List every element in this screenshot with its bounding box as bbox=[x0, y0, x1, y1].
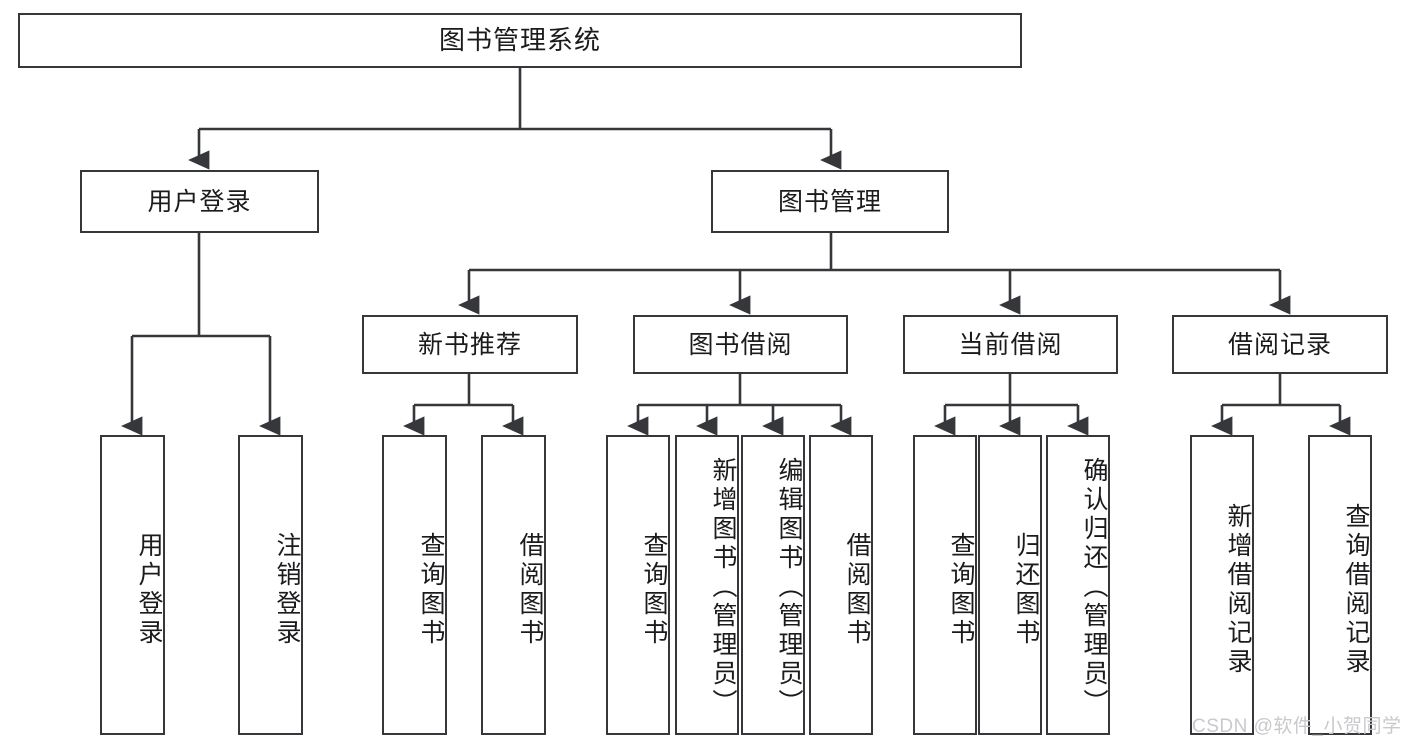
node-new-book-recommend[interactable]: 新书推荐 bbox=[362, 315, 578, 374]
node-current-borrow[interactable]: 当前借阅 bbox=[903, 315, 1118, 374]
leaf-borrow-edit-book-admin[interactable]: 编辑图书（管理员） bbox=[741, 435, 805, 735]
node-book-borrow[interactable]: 图书借阅 bbox=[633, 315, 848, 374]
leaf-user-login-signout[interactable]: 注销登录 bbox=[238, 435, 303, 735]
leaf-recommend-query-book[interactable]: 查询图书 bbox=[382, 435, 447, 735]
leaf-current-return-book[interactable]: 归还图书 bbox=[978, 435, 1042, 735]
leaf-borrow-query-book[interactable]: 查询图书 bbox=[606, 435, 670, 735]
leaf-recommend-borrow-book[interactable]: 借阅图书 bbox=[481, 435, 546, 735]
leaf-record-query-borrow-record[interactable]: 查询借阅记录 bbox=[1308, 435, 1372, 735]
leaf-current-confirm-return-admin[interactable]: 确认归还（管理员） bbox=[1046, 435, 1110, 735]
node-root-system[interactable]: 图书管理系统 bbox=[18, 13, 1022, 68]
node-borrow-record[interactable]: 借阅记录 bbox=[1172, 315, 1388, 374]
leaf-current-query-book[interactable]: 查询图书 bbox=[913, 435, 977, 735]
watermark-text: CSDN @软件_小贺同学 bbox=[1192, 716, 1402, 737]
node-book-management[interactable]: 图书管理 bbox=[711, 170, 949, 233]
leaf-record-add-borrow-record[interactable]: 新增借阅记录 bbox=[1190, 435, 1254, 735]
leaf-borrow-add-book-admin[interactable]: 新增图书（管理员） bbox=[675, 435, 739, 735]
node-user-login[interactable]: 用户登录 bbox=[80, 170, 319, 233]
leaf-user-login-signin[interactable]: 用户登录 bbox=[100, 435, 165, 735]
leaf-borrow-borrow-book[interactable]: 借阅图书 bbox=[809, 435, 873, 735]
